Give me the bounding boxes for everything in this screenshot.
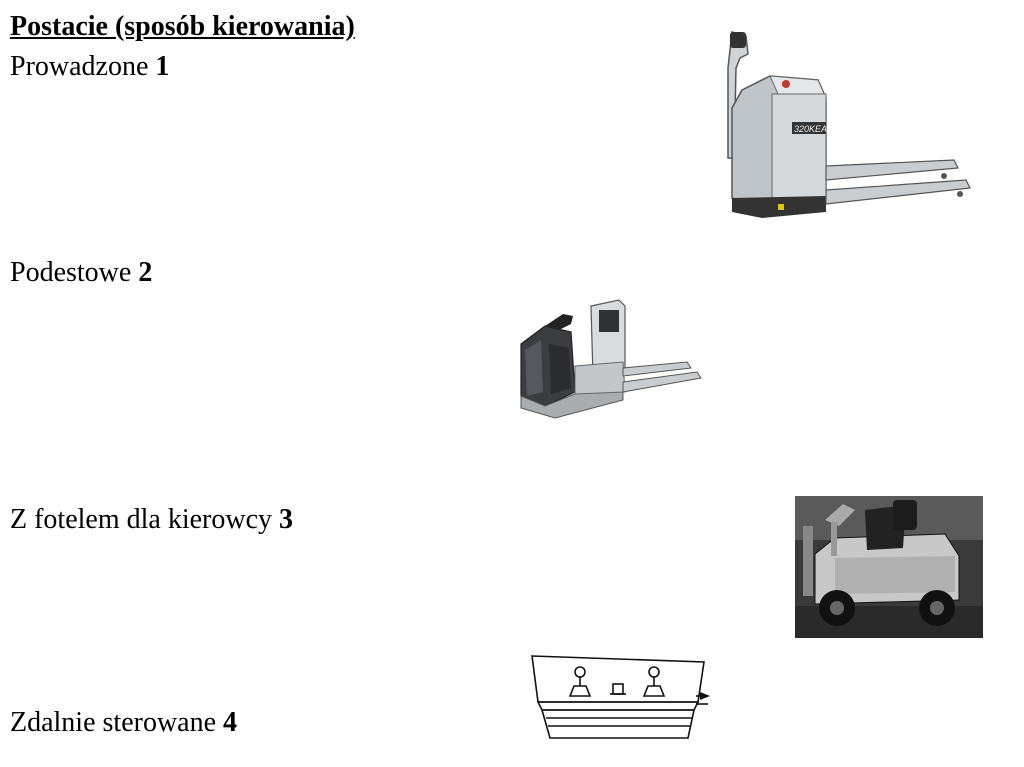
item-number: 2 — [138, 257, 153, 288]
remote-control-panel-icon — [528, 652, 712, 744]
item-z-fotelem: Z fotelem dla kierowcy 3 — [10, 503, 293, 537]
item-zdalnie-sterowane: Zdalnie sterowane 4 — [10, 706, 237, 740]
item-number: 1 — [155, 51, 170, 82]
item-number: 4 — [223, 707, 238, 738]
item-prowadzone: Prowadzone 1 — [10, 50, 169, 84]
item-label: Z fotelem dla kierowcy — [10, 504, 280, 535]
platform-pallet-truck-icon — [515, 296, 705, 420]
slide-title: Postacie (sposób kierowania) — [10, 11, 355, 42]
item-podestowe: Podestowe 2 — [10, 256, 152, 290]
walkie-pallet-truck-icon: 320KEA — [722, 28, 974, 220]
item-label: Podestowe — [10, 257, 139, 288]
seated-tow-tractor-photo-icon — [795, 496, 983, 638]
model-plate-text: 320KEA — [794, 124, 827, 134]
item-number: 3 — [279, 504, 294, 535]
item-label: Prowadzone — [10, 51, 156, 82]
item-label: Zdalnie sterowane — [10, 707, 224, 738]
